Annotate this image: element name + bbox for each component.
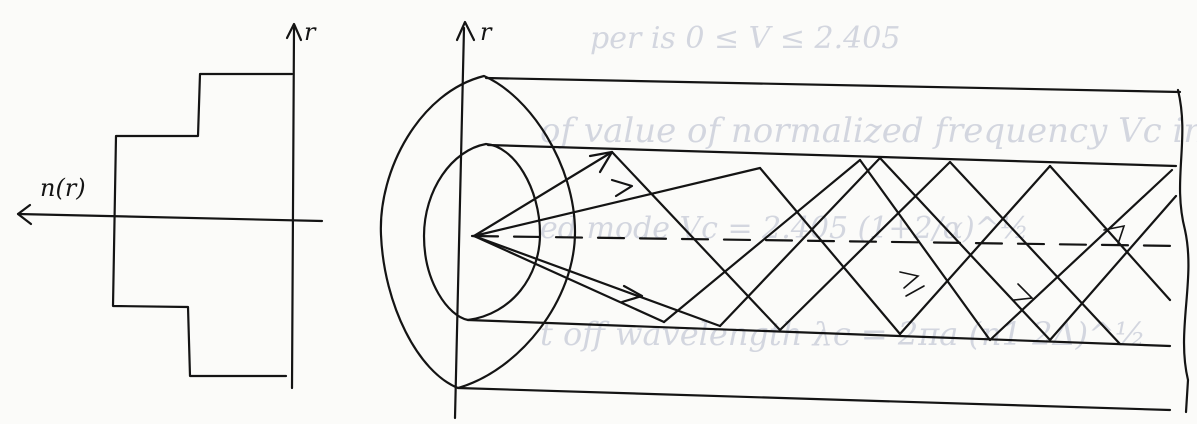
profile-horizontal-axis (16, 212, 324, 223)
profile-axis-r-label: r (304, 18, 317, 46)
profile-n-of-r-label: n(r) (40, 174, 86, 202)
reflect-ray-11 (1048, 164, 1172, 302)
profile-axis-arrow-left (16, 203, 33, 226)
direction-arrow-3 (1103, 224, 1126, 245)
reflect-ray-8 (898, 164, 1052, 336)
reflect-ray-1 (610, 150, 782, 332)
profile-vertical-axis (290, 26, 296, 390)
optical-axis-dashed (470, 234, 1182, 248)
bleed-line-1: per is 0 ≤ V ≤ 2.405 (590, 21, 900, 56)
reflect-ray-7 (778, 160, 952, 332)
direction-arrow-1 (899, 271, 920, 289)
ray-upper-1 (472, 150, 614, 238)
ray-lower-1 (472, 234, 666, 324)
fiber-axis-arrow-up (455, 20, 476, 42)
cladding-top-boundary (484, 76, 1182, 94)
core-bottom-boundary (466, 318, 1172, 348)
fiber-axis-r-label: r (480, 18, 493, 46)
ray-lower-2 (472, 234, 722, 328)
cladding-bottom-boundary (456, 386, 1172, 412)
reflect-ray-3 (718, 156, 882, 328)
direction-arrow-2 (1013, 283, 1034, 301)
fiber-cut-end (1176, 88, 1190, 414)
fiber-vertical-axis (453, 26, 466, 420)
ray-upper-2 (472, 166, 762, 238)
bleed-line-2: of value of normalized frequency Vc in (540, 111, 1197, 151)
refractive-index-profile: r n(r) (16, 18, 324, 390)
core-top-boundary (486, 143, 1178, 168)
profile-axis-arrow-up (285, 22, 303, 42)
optical-fiber: r (379, 18, 1190, 420)
reflect-ray-2 (662, 158, 862, 324)
reflect-ray-12 (1048, 194, 1178, 342)
reflected-rays (610, 150, 1178, 346)
reflect-ray-9 (948, 160, 1122, 346)
step-index-profile-curve (111, 72, 294, 378)
reflect-ray-5 (858, 158, 992, 342)
reflect-ray-6 (878, 156, 1052, 342)
direction-tick-1 (905, 285, 925, 297)
ray-lower-1-arrow (620, 284, 644, 304)
reflect-ray-4 (758, 166, 902, 336)
ray-direction-arrows (899, 224, 1126, 301)
reflect-ray-10 (988, 168, 1174, 342)
bleed-through-text: per is 0 ≤ V ≤ 2.405 of value of normali… (540, 21, 1197, 353)
ray-upper-2-arrow (610, 178, 634, 198)
